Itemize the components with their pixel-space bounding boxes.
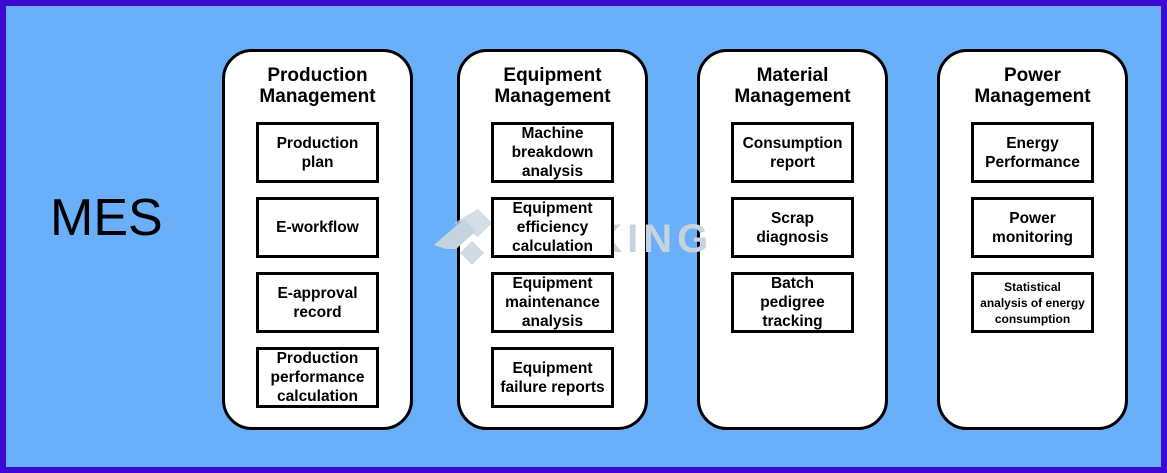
node-equipment-maintenance-analysis: Equipment maintenance analysis: [491, 272, 614, 333]
column-title: Power Management: [974, 65, 1091, 107]
node-scrap-diagnosis: Scrap diagnosis: [731, 197, 854, 258]
column-title: Material Management: [734, 65, 851, 107]
node-equipment-failure-reports: Equipment failure reports: [491, 347, 614, 408]
node-e-workflow: E-workflow: [256, 197, 379, 258]
mes-root-label: MES: [50, 189, 163, 247]
node-equipment-efficiency-calculation: Equipment efficiency calculation: [491, 197, 614, 258]
column-production-management: Production Management Production plan E-…: [222, 49, 413, 430]
node-machine-breakdown-analysis: Machine breakdown analysis: [491, 122, 614, 183]
column-material-management: Material Management Consumption report S…: [697, 49, 888, 430]
column-title: Production Management: [259, 65, 376, 107]
column-equipment-management: Equipment Management Machine breakdown a…: [457, 49, 648, 430]
column-power-management: Power Management Energy Performance Powe…: [937, 49, 1128, 430]
node-e-approval-record: E-approval record: [256, 272, 379, 333]
node-production-plan: Production plan: [256, 122, 379, 183]
node-consumption-report: Consumption report: [731, 122, 854, 183]
column-title: Equipment Management: [494, 65, 611, 107]
node-statistical-analysis-of-energy-consumption: Statistical analysis of energy consumpti…: [971, 272, 1094, 333]
node-power-monitoring: Power monitoring: [971, 197, 1094, 258]
node-energy-performance: Energy Performance: [971, 122, 1094, 183]
node-production-performance-calculation: Production performance calculation: [256, 347, 379, 408]
node-batch-pedigree-tracking: Batch pedigree tracking: [731, 272, 854, 333]
